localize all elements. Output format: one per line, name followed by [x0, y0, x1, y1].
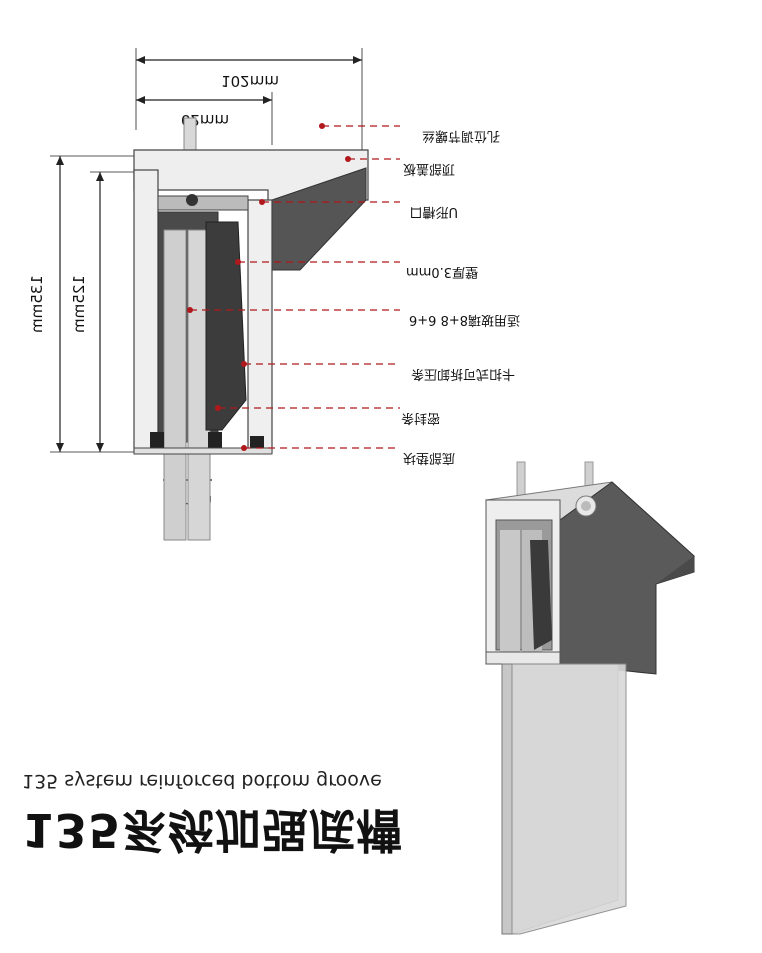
callout-u-groove: U形槽口 — [409, 204, 458, 219]
title-block: 135 system reinforced bottom groove 135系… — [22, 770, 442, 880]
callout-bottom-pad: 底部垫块 — [403, 450, 455, 466]
callout-adjust-screw: 孔位调节螺丝 — [422, 128, 500, 143]
callout-glass-spec: 适用玻璃8+8 6+6 — [409, 312, 520, 327]
page-subtitle: 135 system reinforced bottom groove — [22, 770, 382, 792]
dim-102-label: 102mm — [221, 72, 279, 90]
dim-125-label: 125mm — [70, 275, 88, 333]
callout-seal: 密封条 — [401, 410, 440, 426]
dimension-62: 62mm — [136, 92, 273, 145]
dimension-125: 125mm — [70, 171, 136, 452]
profile-section — [133, 117, 369, 541]
callout-clip-strip: 卡扣式可拆卸压条 — [411, 366, 515, 382]
callout-top-cover: 顶部盖板 — [403, 161, 455, 176]
dimension-135: 135mm — [28, 155, 136, 453]
callout-lines — [187, 123, 400, 451]
callout-wall-thickness: 壁厚3.0mm — [406, 264, 478, 279]
dimension-102: 102mm — [135, 48, 363, 150]
dim-135-label: 135mm — [28, 275, 46, 333]
page-title: 135系统加强底槽 — [22, 803, 404, 857]
profile-3d-render — [484, 461, 696, 935]
